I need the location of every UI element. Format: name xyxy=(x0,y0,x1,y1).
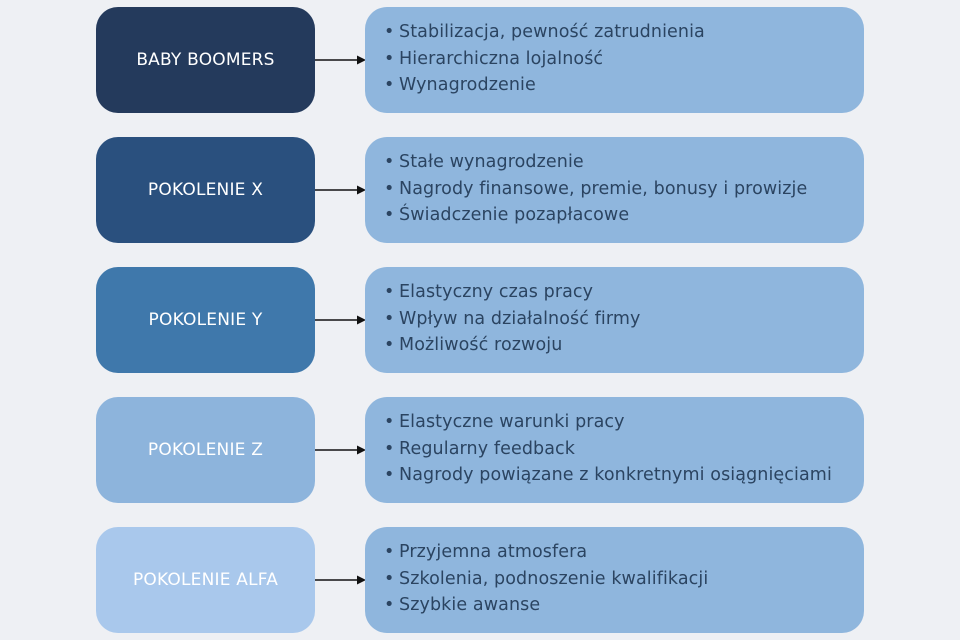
generation-details-box: •Elastyczny czas pracy•Wpływ na działaln… xyxy=(365,267,864,373)
arrow-right-icon xyxy=(315,55,366,65)
list-item-text: Szkolenia, podnoszenie kwalifikacji xyxy=(399,568,709,589)
list-item: •Elastyczny czas pracy xyxy=(384,279,864,306)
list-item-text: Wpływ na działalność firmy xyxy=(399,308,641,329)
bullet-icon: • xyxy=(384,465,395,485)
arrow-right-icon xyxy=(315,445,366,455)
list-item: •Nagrody finansowe, premie, bonusy i pro… xyxy=(384,176,864,203)
bullet-icon: • xyxy=(384,568,395,589)
list-item: •Stabilizacja, pewność zatrudnienia xyxy=(384,19,864,46)
bullet-icon: • xyxy=(384,205,395,225)
generation-row: POKOLENIE Y•Elastyczny czas pracy•Wpływ … xyxy=(0,267,960,373)
generation-label: POKOLENIE ALFA xyxy=(132,570,279,590)
arrow-head xyxy=(357,315,366,325)
generation-row: POKOLENIE ALFA•Przyjemna atmosfera•Szkol… xyxy=(0,527,960,633)
details-list: •Przyjemna atmosfera•Szkolenia, podnosze… xyxy=(384,539,864,619)
list-item-text: Możliwość rozwoju xyxy=(399,335,563,355)
list-item-text: Stałe wynagrodzenie xyxy=(399,152,584,172)
bullet-icon: • xyxy=(384,152,395,172)
list-item-text: Elastyczny czas pracy xyxy=(399,282,594,302)
list-item: •Świadczenie pozapłacowe xyxy=(384,202,864,229)
details-list: •Elastyczne warunki pracy•Regularny feed… xyxy=(384,409,864,489)
list-item: •Szkolenia, podnoszenie kwalifikacji xyxy=(384,566,864,593)
generation-details-box: •Przyjemna atmosfera•Szkolenia, podnosze… xyxy=(365,527,864,633)
bullet-icon: • xyxy=(384,282,395,302)
list-item-text: Elastyczne warunki pracy xyxy=(399,412,625,432)
generation-label-box: POKOLENIE Z xyxy=(96,397,315,503)
arrow-head xyxy=(357,55,366,65)
list-item: •Hierarchiczna lojalność xyxy=(384,46,864,73)
generation-label: POKOLENIE Y xyxy=(148,310,263,330)
list-item: •Stałe wynagrodzenie xyxy=(384,149,864,176)
bullet-icon: • xyxy=(384,178,395,199)
arrow-head xyxy=(357,185,366,195)
list-item: •Szybkie awanse xyxy=(384,592,864,619)
generation-label: POKOLENIE Z xyxy=(147,440,264,460)
list-item: •Nagrody powiązane z konkretnymi osiągni… xyxy=(384,462,864,489)
list-item-text: Regularny feedback xyxy=(399,438,576,459)
bullet-icon: • xyxy=(384,595,395,615)
list-item-text: Nagrody finansowe, premie, bonusy i prow… xyxy=(399,178,808,199)
details-list: •Elastyczny czas pracy•Wpływ na działaln… xyxy=(384,279,864,359)
list-item: •Przyjemna atmosfera xyxy=(384,539,864,566)
list-item-text: Przyjemna atmosfera xyxy=(399,542,588,562)
list-item: •Regularny feedback xyxy=(384,436,864,463)
generation-row: BABY BOOMERS•Stabilizacja, pewność zatru… xyxy=(0,7,960,113)
generation-row: POKOLENIE X•Stałe wynagrodzenie•Nagrody … xyxy=(0,137,960,243)
arrow-right-icon xyxy=(315,315,366,325)
list-item-text: Hierarchiczna lojalność xyxy=(399,48,604,69)
bullet-icon: • xyxy=(384,438,395,459)
bullet-icon: • xyxy=(384,542,395,562)
bullet-icon: • xyxy=(384,412,395,432)
details-list: •Stałe wynagrodzenie•Nagrody finansowe, … xyxy=(384,149,864,229)
bullet-icon: • xyxy=(384,335,395,355)
arrow-head xyxy=(357,445,366,455)
bullet-icon: • xyxy=(384,22,395,42)
list-item: •Możliwość rozwoju xyxy=(384,332,864,359)
generation-label: BABY BOOMERS xyxy=(136,50,275,70)
bullet-icon: • xyxy=(384,75,395,95)
generation-details-box: •Stałe wynagrodzenie•Nagrody finansowe, … xyxy=(365,137,864,243)
details-list: •Stabilizacja, pewność zatrudnienia•Hier… xyxy=(384,19,864,99)
generation-label-box: POKOLENIE Y xyxy=(96,267,315,373)
bullet-icon: • xyxy=(384,48,395,69)
generation-row: POKOLENIE Z•Elastyczne warunki pracy•Reg… xyxy=(0,397,960,503)
generation-label-box: POKOLENIE X xyxy=(96,137,315,243)
list-item-text: Szybkie awanse xyxy=(399,595,541,615)
arrow-right-icon xyxy=(315,575,366,585)
generation-label: POKOLENIE X xyxy=(147,180,264,200)
list-item: •Elastyczne warunki pracy xyxy=(384,409,864,436)
generation-label-box: POKOLENIE ALFA xyxy=(96,527,315,633)
list-item-text: Stabilizacja, pewność zatrudnienia xyxy=(399,22,705,42)
list-item-text: Nagrody powiązane z konkretnymi osiągnię… xyxy=(399,465,832,485)
generation-label-box: BABY BOOMERS xyxy=(96,7,315,113)
list-item: •Wynagrodzenie xyxy=(384,72,864,99)
arrow-right-icon xyxy=(315,185,366,195)
list-item-text: Wynagrodzenie xyxy=(399,75,536,95)
generation-details-box: •Stabilizacja, pewność zatrudnienia•Hier… xyxy=(365,7,864,113)
generation-details-box: •Elastyczne warunki pracy•Regularny feed… xyxy=(365,397,864,503)
arrow-head xyxy=(357,575,366,585)
list-item: •Wpływ na działalność firmy xyxy=(384,306,864,333)
list-item-text: Świadczenie pozapłacowe xyxy=(399,205,630,225)
bullet-icon: • xyxy=(384,308,395,329)
